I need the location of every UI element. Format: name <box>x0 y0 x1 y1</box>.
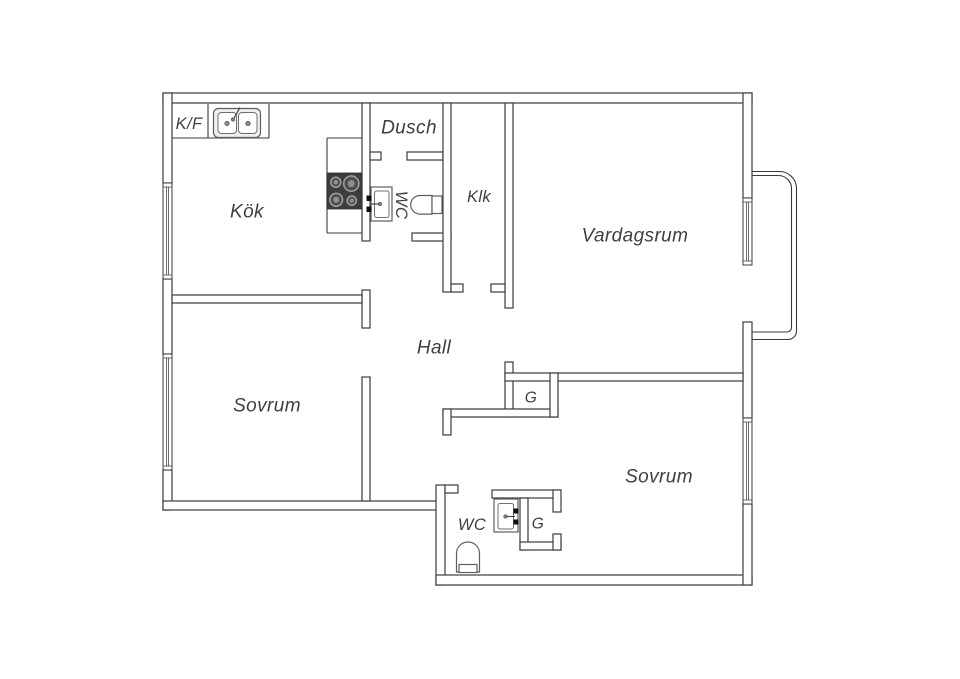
toilet-icon <box>455 541 481 574</box>
burner-center <box>347 180 355 188</box>
wall-kok-sovrum-divider <box>171 294 363 304</box>
wall-klk-east-foot <box>490 283 506 293</box>
toilet-tank <box>431 195 443 215</box>
wall-outer-right-c <box>742 503 753 586</box>
window-frame <box>162 182 173 280</box>
wall-hall-south <box>442 408 559 418</box>
wc-top-fixtures <box>366 186 443 222</box>
window-sovrum-left <box>162 353 173 471</box>
wall-hall-stub <box>361 289 371 329</box>
tap-mark <box>366 195 372 201</box>
sink-faucet <box>233 107 241 120</box>
outer-walls <box>162 92 753 586</box>
window-frame <box>162 353 173 471</box>
label-wc-top: WC <box>392 191 410 219</box>
wc-bottom-fixtures <box>455 498 519 574</box>
wall-sovrum-left-east <box>361 376 371 502</box>
wall-outer-extension-left <box>435 484 446 586</box>
interior-walls <box>171 102 744 551</box>
window-frame <box>742 197 753 266</box>
label-vardagsrum: Vardagsrum <box>582 226 689 247</box>
wall-outer-left-a <box>162 92 173 184</box>
windows <box>162 182 753 505</box>
label-garderob-top: G <box>525 390 537 407</box>
burner-center <box>333 196 340 203</box>
burner-center <box>333 179 339 185</box>
balcony-outer-line <box>751 170 798 341</box>
wall-outer-left-b <box>162 278 173 355</box>
bathroom-sink-faucet-base <box>503 514 508 519</box>
stove-icon <box>326 172 363 210</box>
wall-klk-east <box>504 102 514 309</box>
sink-drain-right <box>245 120 251 127</box>
tap-mark <box>366 206 372 212</box>
wall-dusch-bottom-east <box>406 151 444 161</box>
label-klk: Klk <box>467 188 491 206</box>
wall-wc-bottom-top <box>491 489 561 499</box>
wall-outer-right-a <box>742 92 753 199</box>
wall-outer-top <box>162 92 753 104</box>
kitchen-sink-icon <box>212 107 262 139</box>
label-kf: K/F <box>176 115 203 133</box>
tap-mark <box>513 519 519 525</box>
wall-vardagsrum-bottom <box>504 372 744 382</box>
toilet-icon <box>410 194 443 215</box>
wall-klk-west <box>442 102 452 293</box>
wall-kok-dusch <box>361 102 371 242</box>
wall-g-bottom-east-a <box>552 489 562 513</box>
toilet-base <box>458 563 478 574</box>
room-labels: K/F Kök Dusch WC Klk Vardagsrum Hall Sov… <box>176 115 693 534</box>
label-kok: Kök <box>230 202 265 223</box>
label-hall: Hall <box>417 338 452 359</box>
wall-outer-extension-bottom <box>435 574 753 586</box>
label-sovrum-left: Sovrum <box>233 396 301 417</box>
sink-drain-left <box>224 120 230 127</box>
wall-outer-bottom-left <box>162 500 445 511</box>
label-wc-bottom: WC <box>458 516 486 534</box>
wall-dusch-bottom-west <box>369 151 382 161</box>
wall-outer-right-b <box>742 321 753 419</box>
wall-g-bottom-east-b <box>552 533 562 551</box>
burner-center <box>349 198 354 203</box>
label-sovrum-right: Sovrum <box>625 467 693 488</box>
window-sovrum-right <box>742 417 753 505</box>
wall-wc-doorframe <box>444 484 459 494</box>
wall-g-top-east <box>549 372 559 418</box>
toilet-bowl <box>410 194 433 215</box>
wall-klk-west-foot <box>450 283 464 293</box>
sink-faucet-base <box>231 117 235 122</box>
balcony <box>751 170 798 341</box>
bathroom-sink-faucet-base <box>377 201 383 207</box>
label-garderob-bottom: G <box>532 516 544 533</box>
label-dusch: Dusch <box>381 118 437 139</box>
wall-hall-south-stub <box>442 408 452 436</box>
window-kok-left <box>162 182 173 280</box>
balcony-inner-line <box>751 174 793 333</box>
window-vardagsrum-right <box>742 197 753 266</box>
tap-mark <box>513 508 519 514</box>
window-frame <box>742 417 753 505</box>
